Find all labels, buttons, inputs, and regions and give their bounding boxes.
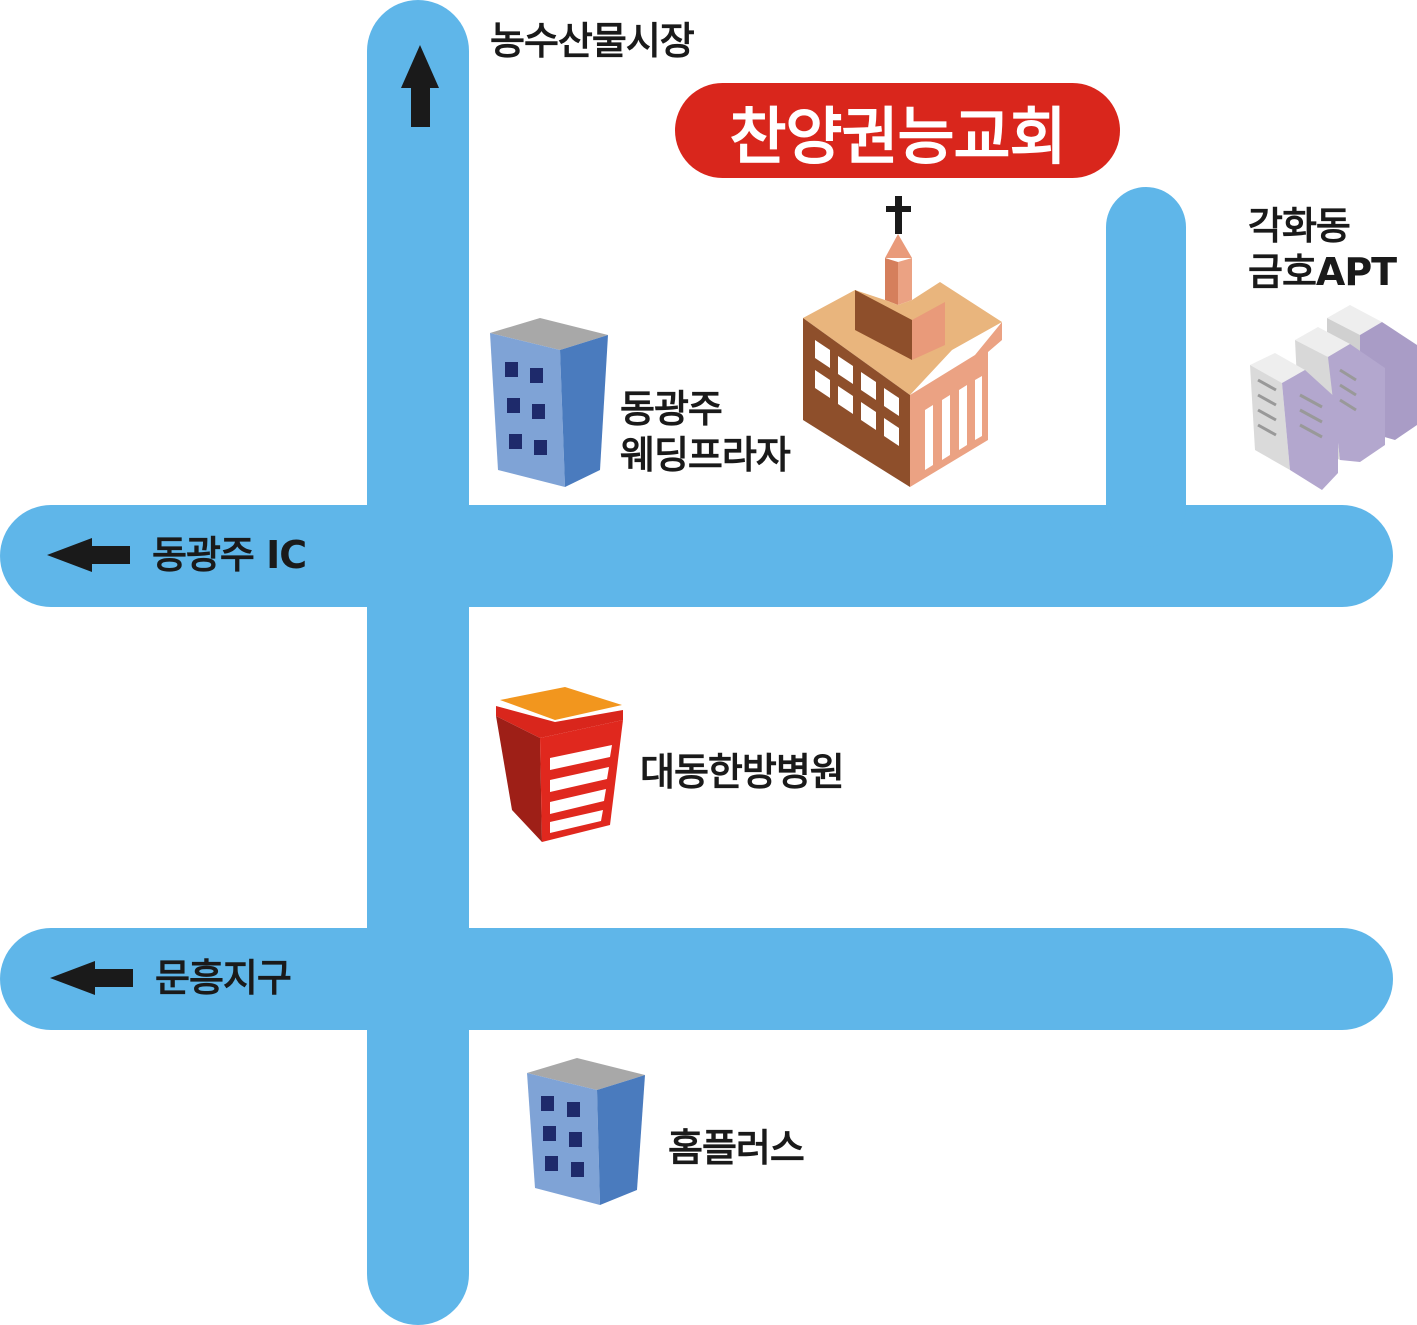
wedding-plaza-line1: 동광주 xyxy=(620,387,723,431)
upper-horizontal-road xyxy=(0,505,1393,607)
church-name-badge: 찬양권능교회 xyxy=(675,83,1120,178)
apartment-line2: 금호APT xyxy=(1248,250,1397,294)
office-building-icon xyxy=(490,318,608,487)
office-building-icon xyxy=(527,1058,645,1205)
north-destination-label: 농수산물시장 xyxy=(490,19,695,63)
arrows xyxy=(47,45,439,995)
apartment-label: 각화동 금호APT xyxy=(1248,203,1397,295)
west-upper-destination-label: 동광주 IC xyxy=(152,533,307,577)
apartment-buildings-icon xyxy=(1250,305,1417,490)
hospital-building-icon xyxy=(496,687,623,842)
left-arrow-icon xyxy=(47,538,130,572)
apartment-line1: 각화동 xyxy=(1248,204,1351,248)
church-side-road xyxy=(1106,187,1186,547)
up-arrow-icon xyxy=(401,45,439,127)
left-arrow-icon xyxy=(50,961,133,995)
main-vertical-road xyxy=(367,0,469,1325)
church-name: 찬양권능교회 xyxy=(729,99,1066,173)
wedding-plaza-line2: 웨딩프라자 xyxy=(620,433,791,477)
church-building-icon xyxy=(803,196,1002,487)
west-lower-destination-label: 문흥지구 xyxy=(155,956,292,1000)
wedding-plaza-label: 동광주 웨딩프라자 xyxy=(620,386,791,478)
lower-horizontal-road xyxy=(0,928,1393,1030)
hospital-label: 대동한방병원 xyxy=(640,750,845,794)
homeplus-label: 홈플러스 xyxy=(668,1126,805,1170)
